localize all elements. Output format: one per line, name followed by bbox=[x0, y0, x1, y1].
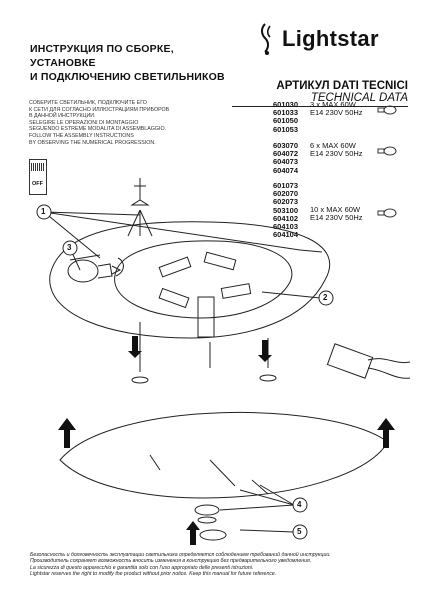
spec-line: E14 230V 50Hz bbox=[310, 108, 363, 118]
warning-line: SEGUENDO ESTREME MODALITA DI ASSEMBLAGGI… bbox=[29, 126, 167, 133]
header-divider bbox=[232, 106, 408, 107]
lamp-holders bbox=[158, 251, 252, 338]
model-code: 604102 bbox=[273, 213, 299, 223]
model-code: 601053 bbox=[273, 124, 299, 134]
power-switch-icon: OFF bbox=[29, 159, 47, 195]
spec-group-10: 10 x MAX 60W E14 230V 50Hz bbox=[310, 205, 363, 223]
spec-line: 3 x MAX 60W bbox=[310, 100, 356, 109]
model-code: 603070 bbox=[273, 141, 299, 150]
switch-label: OFF bbox=[32, 181, 43, 187]
model-code: 604072 bbox=[273, 149, 299, 159]
instruction-title: ИНСТРУКЦИЯ ПО СБОРКЕ, УСТАНОВКЕ И ПОДКЛЮ… bbox=[30, 42, 240, 84]
model-code: 601050 bbox=[273, 116, 299, 126]
ceiling-hook-icon bbox=[127, 178, 153, 237]
terminal-block-illustration bbox=[326, 343, 411, 379]
footer-line: La sicurezza di questo apparecchio e gar… bbox=[30, 564, 254, 571]
warning-line: SELEGIRE LE OPERAZIONI DI MONTAGGIO bbox=[29, 119, 139, 126]
bulb-illustration bbox=[67, 259, 122, 283]
warning-line: FOLLOW THE ASSEMBLY INSTRUCTIONS bbox=[29, 132, 134, 139]
callout-2: 2 bbox=[323, 293, 328, 302]
brand-name: Lightstar bbox=[282, 26, 379, 51]
lamp-logo-icon bbox=[261, 23, 271, 55]
model-code: 604103 bbox=[273, 222, 299, 232]
spec-line: E14 230V 50Hz bbox=[310, 213, 363, 223]
model-code: 601033 bbox=[273, 108, 299, 118]
finial-parts bbox=[194, 504, 227, 541]
title-line: ИНСТРУКЦИЯ ПО СБОРКЕ, УСТАНОВКЕ bbox=[30, 43, 174, 69]
spec-line: E14 230V 50Hz bbox=[310, 149, 363, 159]
article-label: АРТИКУЛ DATI TECNICI bbox=[276, 80, 408, 92]
warning-line: В ДАННОЙ ИНСТРУКЦИИ. bbox=[29, 113, 96, 120]
model-code: 604104 bbox=[273, 230, 299, 240]
fixing-screws bbox=[131, 322, 277, 384]
spec-line: 6 x MAX 60W bbox=[310, 141, 356, 150]
safety-warning: СОБЕРИТЕ СВЕТИЛЬНИК, ПОДКЛЮЧИТЕ ЕГО К СЕ… bbox=[29, 100, 179, 146]
footer-line: Lightstar reserves the right to modify t… bbox=[30, 571, 277, 578]
model-code: 602070 bbox=[273, 189, 299, 199]
article-heading: АРТИКУЛ DATI TECNICI TECHNICAL DATA bbox=[232, 80, 408, 104]
warning-line: BY OBSERVING THE NUMERICAL PROGRESSION. bbox=[29, 139, 156, 146]
warning-line: СОБЕРИТЕ СВЕТИЛЬНИК, ПОДКЛЮЧИТЕ ЕГО bbox=[29, 100, 147, 106]
model-group-3: 601030 601033 601050 601053 bbox=[273, 100, 299, 134]
callout-1: 1 bbox=[41, 207, 46, 216]
model-code: 601030 bbox=[273, 100, 299, 109]
footer-line: Безопасность и долговечность эксплуатаци… bbox=[30, 552, 331, 558]
glass-diffuser bbox=[59, 411, 389, 499]
assembly-arrows bbox=[58, 336, 395, 545]
spec-group-3: 3 x MAX 60W E14 230V 50Hz bbox=[310, 100, 363, 118]
model-code: 602073 bbox=[273, 197, 299, 207]
callout-3: 3 bbox=[67, 243, 72, 252]
model-code: 604073 bbox=[273, 157, 299, 167]
bulb-3-icon bbox=[377, 105, 397, 115]
callout-4: 4 bbox=[297, 500, 302, 509]
model-code: 604074 bbox=[273, 165, 299, 175]
brand-logo: Lightstar bbox=[258, 22, 379, 56]
callout-5: 5 bbox=[297, 527, 302, 536]
warning-line: К СЕТИ ДЛЯ СОГЛАСНО ИЛЛЮСТРАЦИЯМ ПРИБОРО… bbox=[29, 106, 170, 113]
model-group-10: 601073 602070 602073 503100 604102 60410… bbox=[273, 181, 299, 240]
model-group-6: 603070 604072 604073 604074 bbox=[273, 141, 299, 175]
article-sub: TECHNICAL DATA bbox=[310, 92, 408, 104]
spec-group-6: 6 x MAX 60W E14 230V 50Hz bbox=[310, 141, 363, 159]
spec-line: 10 x MAX 60W bbox=[310, 205, 361, 214]
footer-notes: Безопасность и долговечность эксплуатаци… bbox=[30, 552, 410, 578]
bulb-10-icon bbox=[377, 208, 397, 218]
model-code: 503100 bbox=[273, 205, 299, 215]
model-code: 601073 bbox=[273, 181, 299, 190]
title-line: И ПОДКЛЮЧЕНИЮ СВЕТИЛЬНИКОВ bbox=[30, 71, 225, 83]
footer-line: Производитель сохраняет возможность внос… bbox=[30, 558, 312, 565]
bulb-6-icon bbox=[377, 146, 397, 156]
